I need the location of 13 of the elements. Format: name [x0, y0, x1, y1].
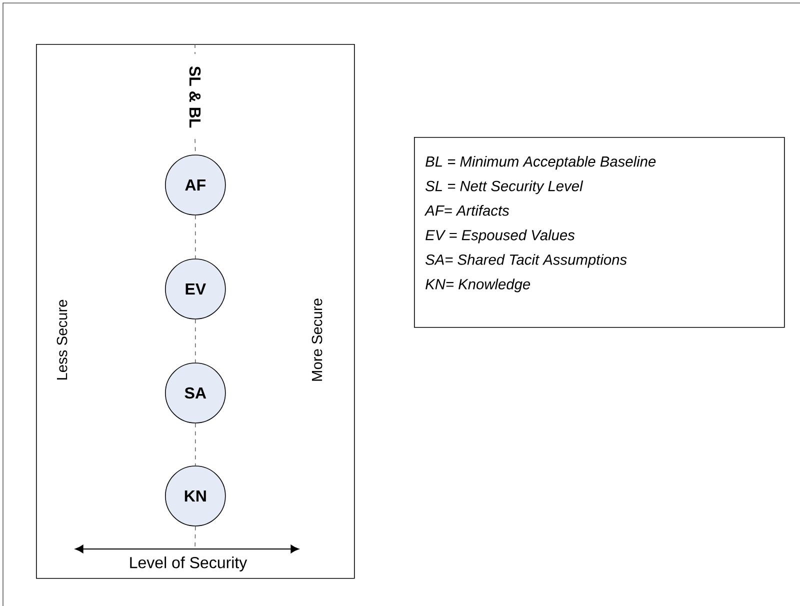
axis-title: SL & BL: [189, 66, 201, 128]
scale-box: [36, 44, 355, 579]
dashed-connector: [195, 215, 196, 259]
axis-label: Level of Security: [130, 556, 248, 572]
dashed-connector: [195, 319, 196, 363]
circle-node: AF: [165, 154, 226, 216]
legend-box: BL = Minimum Acceptable Baseline SL = Nett Security Level AF= Artifacts EV = Espoused Values SA= Shared Tacit Assumptions KN= Knowledge: [414, 137, 785, 328]
side-label: Less Secure: [56, 300, 68, 380]
dashed-connector: [195, 423, 196, 466]
circle-node: EV: [165, 258, 226, 320]
circle-node: KN: [165, 466, 226, 526]
circle-node: SA: [165, 362, 226, 424]
side-label: More Secure: [312, 298, 322, 381]
